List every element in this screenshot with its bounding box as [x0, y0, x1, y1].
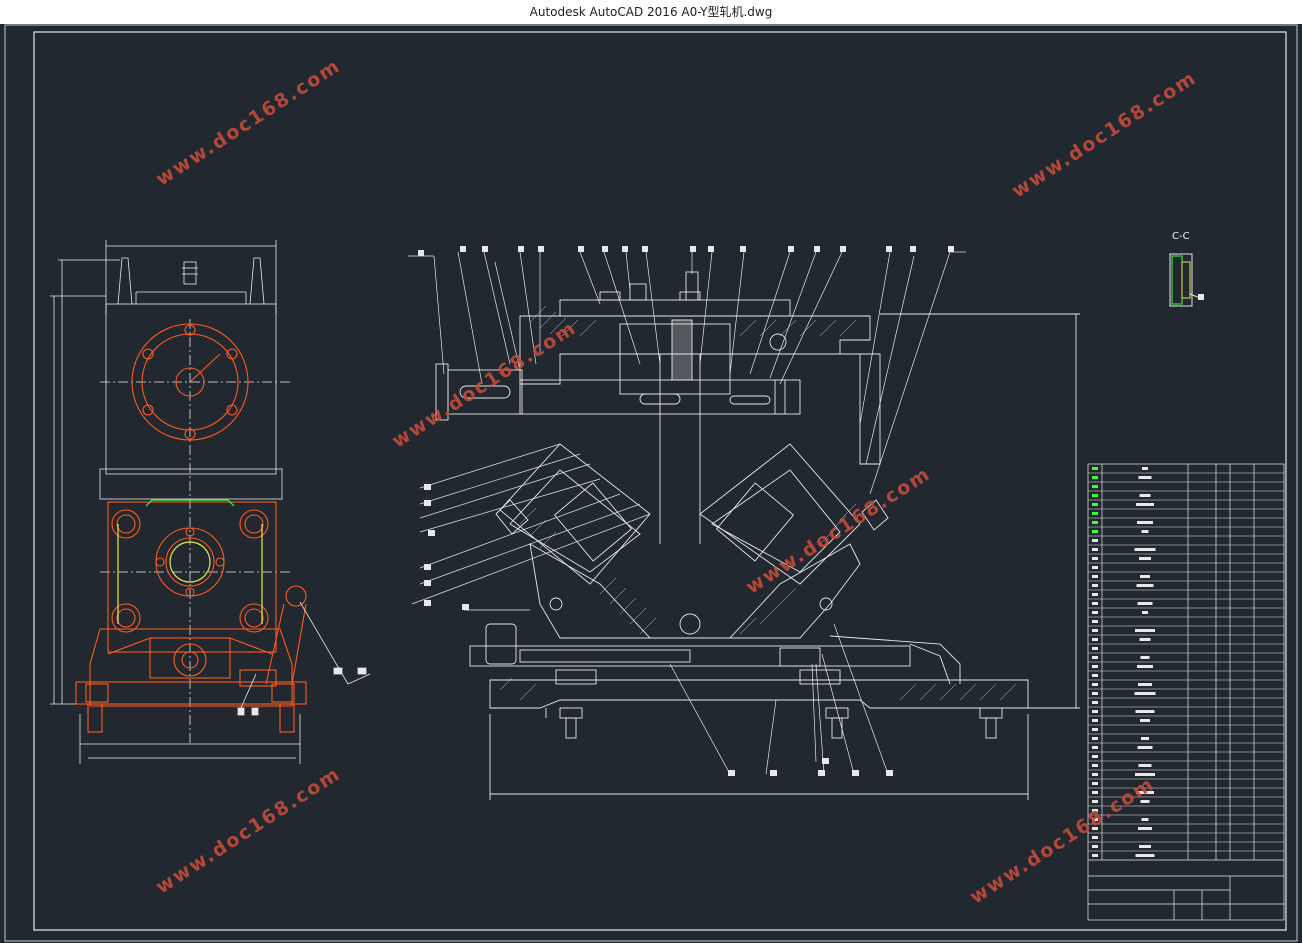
left-view-orange-parts: [75, 323, 307, 733]
parts-row-name-mark: [1139, 638, 1151, 641]
left-view-leaders: [237, 601, 371, 716]
drawing-canvas[interactable]: C-C www.doc168.com www.doc168.com www.do…: [0, 24, 1302, 943]
parts-row-number-mark: [1092, 656, 1098, 659]
parts-row-name-mark: [1140, 800, 1150, 803]
parts-row-number-mark: [1092, 476, 1098, 479]
parts-row-number-mark: [1092, 719, 1098, 722]
parts-row-number-mark: [1092, 791, 1098, 794]
parts-row-name-mark: [1141, 818, 1149, 821]
parts-row-number-mark: [1092, 692, 1098, 695]
parts-row-number-mark: [1092, 521, 1098, 524]
parts-row-name-mark: [1135, 710, 1155, 713]
parts-row-name-mark: [1142, 467, 1148, 470]
parts-row-number-mark: [1092, 620, 1098, 623]
frame-border: [33, 31, 1287, 931]
parts-row-name-mark: [1138, 476, 1152, 479]
parts-row-number-mark: [1092, 467, 1098, 470]
parts-row-name-mark: [1134, 548, 1156, 551]
parts-row-name-mark: [1139, 845, 1151, 848]
parts-row-number-mark: [1092, 494, 1098, 497]
parts-row-name-mark: [1135, 629, 1155, 632]
parts-row-name-mark: [1137, 746, 1153, 749]
parts-row-name-mark: [1136, 791, 1154, 794]
parts-row-number-mark: [1092, 683, 1098, 686]
parts-row-number-mark: [1092, 485, 1098, 488]
parts-row-number-mark: [1092, 575, 1098, 578]
parts-row-number-mark: [1092, 602, 1098, 605]
cad-drawing[interactable]: [0, 24, 1302, 943]
parts-row-name-mark: [1137, 521, 1153, 524]
parts-row-number-mark: [1092, 539, 1098, 542]
parts-row-name-mark: [1137, 602, 1153, 605]
parts-row-name-mark: [1137, 665, 1153, 668]
parts-row-number-mark: [1092, 530, 1098, 533]
parts-row-name-mark: [1140, 575, 1150, 578]
parts-row-number-mark: [1092, 755, 1098, 758]
parts-row-name-mark: [1138, 827, 1152, 830]
parts-row-name-mark: [1139, 494, 1151, 497]
parts-list-rows: [1088, 472, 1284, 852]
parts-row-number-mark: [1092, 701, 1098, 704]
parts-row-number-mark: [1092, 845, 1098, 848]
parts-row-number-mark: [1092, 629, 1098, 632]
parts-row-name-mark: [1135, 854, 1155, 857]
parts-row-name-mark: [1139, 557, 1151, 560]
parts-list-marks: [1092, 467, 1156, 857]
parts-row-number-mark: [1092, 782, 1098, 785]
parts-row-number-mark: [1092, 638, 1098, 641]
main-section-view: [435, 271, 1080, 800]
parts-row-number-mark: [1092, 728, 1098, 731]
parts-row-number-mark: [1092, 512, 1098, 515]
parts-row-number-mark: [1092, 746, 1098, 749]
parts-row-number-mark: [1092, 827, 1098, 830]
parts-row-name-mark: [1136, 503, 1154, 506]
parts-row-name-mark: [1135, 773, 1155, 776]
left-view-accents: [117, 499, 263, 624]
window-title: Autodesk AutoCAD 2016 A0-Y型轧机.dwg: [529, 5, 773, 19]
parts-row-number-mark: [1092, 674, 1098, 677]
parts-row-number-mark: [1092, 557, 1098, 560]
main-view-leaders: [408, 251, 966, 775]
parts-row-number-mark: [1092, 647, 1098, 650]
parts-row-number-mark: [1092, 773, 1098, 776]
parts-row-name-mark: [1141, 530, 1149, 533]
parts-row-number-mark: [1092, 764, 1098, 767]
parts-row-name-mark: [1134, 692, 1156, 695]
cc-section-detail: [1169, 253, 1204, 307]
title-bar: Autodesk AutoCAD 2016 A0-Y型轧机.dwg: [0, 0, 1302, 25]
parts-row-name-mark: [1141, 737, 1149, 740]
parts-row-number-mark: [1092, 737, 1098, 740]
parts-row-name-mark: [1140, 719, 1150, 722]
parts-row-name-mark: [1138, 683, 1152, 686]
parts-row-number-mark: [1092, 809, 1098, 812]
parts-row-number-mark: [1092, 566, 1098, 569]
parts-row-number-mark: [1092, 584, 1098, 587]
parts-row-number-mark: [1092, 503, 1098, 506]
parts-row-number-mark: [1092, 836, 1098, 839]
parts-row-number-mark: [1092, 800, 1098, 803]
parts-row-name-mark: [1136, 584, 1154, 587]
parts-row-number-mark: [1092, 593, 1098, 596]
parts-row-number-mark: [1092, 818, 1098, 821]
sheet-border: [4, 24, 1298, 942]
parts-list-table: [1087, 463, 1285, 921]
parts-row-name-mark: [1138, 764, 1152, 767]
parts-row-number-mark: [1092, 611, 1098, 614]
section-label-cc: C-C: [1172, 231, 1190, 242]
parts-row-number-mark: [1092, 548, 1098, 551]
main-view-balloons: [418, 246, 954, 776]
parts-row-number-mark: [1092, 854, 1098, 857]
parts-row-number-mark: [1092, 665, 1098, 668]
parts-row-name-mark: [1140, 656, 1150, 659]
parts-row-name-mark: [1142, 611, 1148, 614]
main-section-hatching: [499, 305, 1017, 701]
parts-row-number-mark: [1092, 710, 1098, 713]
